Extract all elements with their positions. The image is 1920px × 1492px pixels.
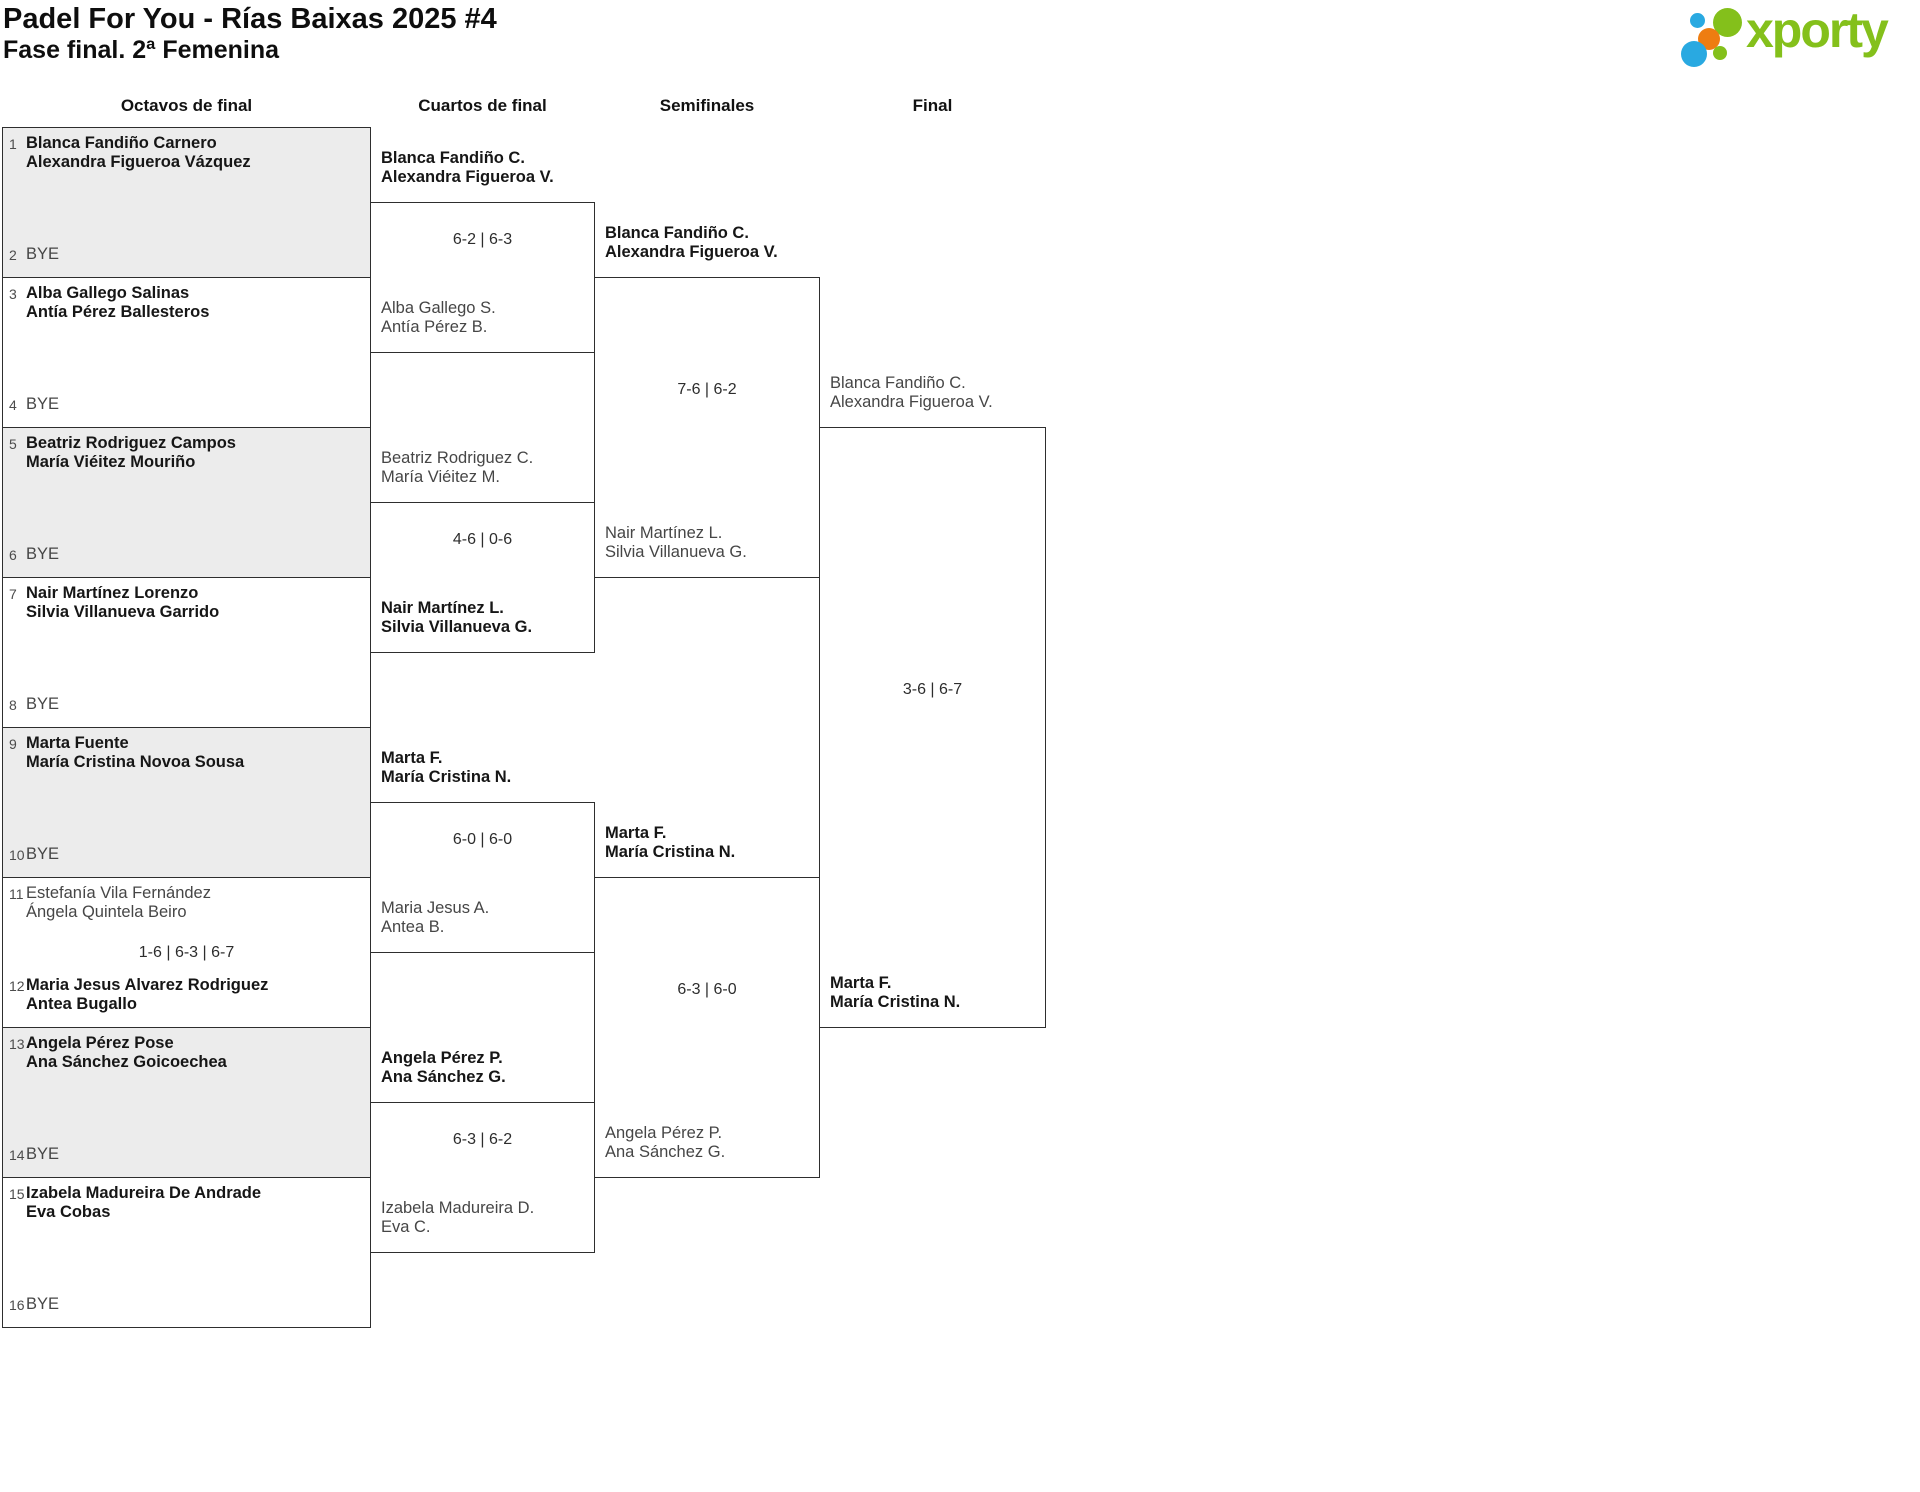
r16-box-8: 15 Izabela Madureira De Andrade Eva Coba…: [2, 1177, 371, 1328]
seed-number: 14: [9, 1147, 25, 1163]
team-name: BYE: [26, 1145, 60, 1163]
team-name: BYE: [26, 545, 60, 563]
qf4-score: 6-3 | 6-2: [452, 1131, 513, 1148]
r16-box-7: 13 Angela Pérez Pose Ana Sánchez Goicoec…: [2, 1027, 371, 1178]
seed-number: 5: [9, 436, 17, 452]
final-top-team: Blanca Fandiño C. Alexandra Figueroa V.: [830, 374, 993, 411]
sf1-bottom-team: Nair Martínez L. Silvia Villanueva G.: [605, 524, 747, 561]
logo-dot-blue-large-icon: [1681, 41, 1707, 67]
qf2-top-team: Beatriz Rodriguez C. María Viéitez M.: [381, 449, 534, 486]
seed-number: 6: [9, 547, 17, 563]
qf4-top-team: Angela Pérez P. Ana Sánchez G.: [381, 1049, 506, 1086]
sf2-score: 6-3 | 6-0: [677, 981, 737, 998]
seed-number: 7: [9, 586, 17, 602]
team-slot: 14 BYE: [9, 1145, 59, 1164]
team-name: Estefanía Vila Fernández Ángela Quintela…: [26, 884, 211, 921]
logo-dot-green-small-icon: [1713, 46, 1727, 60]
team-slot: 15 Izabela Madureira De Andrade Eva Coba…: [9, 1184, 261, 1222]
team-slot: 10 BYE: [9, 845, 59, 864]
team-name: Angela Pérez Pose Ana Sánchez Goicoechea: [26, 1034, 227, 1071]
team-slot: 8 BYE: [9, 695, 59, 714]
team-name: BYE: [26, 845, 60, 863]
seed-number: 8: [9, 697, 17, 713]
team-name: BYE: [26, 245, 60, 263]
qf2-bottom-team: Nair Martínez L. Silvia Villanueva G.: [381, 599, 533, 636]
team-name: Izabela Madureira De Andrade Eva Cobas: [26, 1184, 262, 1221]
r16-box-6: 11 Estefanía Vila Fernández Ángela Quint…: [2, 877, 371, 1028]
round-header-octavos: Octavos de final: [120, 96, 253, 115]
team-slot: 16 BYE: [9, 1295, 59, 1314]
team-slot: 3 Alba Gallego Salinas Antía Pérez Balle…: [9, 284, 209, 322]
seed-number: 12: [9, 978, 25, 994]
r16-box-5: 9 Marta Fuente María Cristina Novoa Sous…: [2, 727, 371, 878]
r16-box-2: 3 Alba Gallego Salinas Antía Pérez Balle…: [2, 277, 371, 428]
logo-dot-blue-small-icon: [1690, 13, 1705, 28]
seed-number: 10: [9, 847, 25, 863]
team-name: Maria Jesus Alvarez Rodriguez Antea Buga…: [26, 976, 269, 1013]
round-header-semifinales: Semifinales: [659, 96, 755, 115]
seed-number: 15: [9, 1186, 25, 1202]
round-header-cuartos: Cuartos de final: [418, 96, 547, 115]
qf3-score: 6-0 | 6-0: [452, 831, 513, 848]
qf2-score: 4-6 | 0-6: [452, 531, 513, 548]
page-subtitle: Fase final. 2ª Femenina: [3, 36, 280, 64]
team-slot: 11 Estefanía Vila Fernández Ángela Quint…: [9, 884, 211, 922]
logo-wordmark: xporty: [1746, 2, 1889, 58]
seed-number: 11: [9, 886, 24, 902]
match-score: 1-6 | 6-3 | 6-7: [138, 943, 235, 961]
final-match-box: [819, 427, 1046, 1028]
final-bottom-team: Marta F. María Cristina N.: [830, 974, 961, 1011]
qf1-bottom-team: Alba Gallego S. Antía Pérez B.: [381, 299, 496, 336]
final-score: 3-6 | 6-7: [902, 681, 963, 698]
team-name: Alba Gallego Salinas Antía Pérez Ballest…: [26, 284, 210, 321]
team-slot: 6 BYE: [9, 545, 59, 564]
qf3-bottom-team: Maria Jesus A. Antea B.: [381, 899, 490, 936]
team-slot: 1 Blanca Fandiño Carnero Alexandra Figue…: [9, 134, 251, 172]
qf1-score: 6-2 | 6-3: [452, 231, 513, 248]
xporty-logo: xporty: [1680, 2, 1915, 71]
r16-box-1: 1 Blanca Fandiño Carnero Alexandra Figue…: [2, 127, 371, 278]
team-slot: 5 Beatriz Rodriguez Campos María Viéitez…: [9, 434, 236, 472]
seed-number: 13: [9, 1036, 25, 1052]
team-slot: 9 Marta Fuente María Cristina Novoa Sous…: [9, 734, 244, 772]
team-slot: 7 Nair Martínez Lorenzo Silvia Villanuev…: [9, 584, 219, 622]
sf1-score: 7-6 | 6-2: [677, 381, 737, 398]
qf3-top-team: Marta F. María Cristina N.: [381, 749, 512, 786]
team-slot: 13 Angela Pérez Pose Ana Sánchez Goicoec…: [9, 1034, 227, 1072]
qf1-top-team: Blanca Fandiño C. Alexandra Figueroa V.: [381, 149, 554, 186]
round-header-final: Final: [912, 96, 953, 115]
seed-number: 16: [9, 1297, 25, 1313]
team-name: BYE: [26, 395, 60, 413]
team-name: BYE: [26, 695, 60, 713]
team-name: Nair Martínez Lorenzo Silvia Villanueva …: [26, 584, 220, 621]
seed-number: 1: [9, 136, 17, 152]
team-name: Beatriz Rodriguez Campos María Viéitez M…: [26, 434, 236, 471]
r16-box-3: 5 Beatriz Rodriguez Campos María Viéitez…: [2, 427, 371, 578]
sf2-bottom-team: Angela Pérez P. Ana Sánchez G.: [605, 1124, 726, 1161]
page-title: Padel For You - Rías Baixas 2025 #4: [3, 3, 497, 35]
seed-number: 9: [9, 736, 17, 752]
team-slot: 12 Maria Jesus Alvarez Rodriguez Antea B…: [9, 976, 268, 1014]
team-name: Marta Fuente María Cristina Novoa Sousa: [26, 734, 245, 771]
team-name: BYE: [26, 1295, 60, 1313]
qf4-bottom-team: Izabela Madureira D. Eva C.: [381, 1199, 535, 1236]
seed-number: 2: [9, 247, 17, 263]
sf2-top-team: Marta F. María Cristina N.: [605, 824, 736, 861]
team-name: Blanca Fandiño Carnero Alexandra Figuero…: [26, 134, 251, 171]
seed-number: 4: [9, 397, 17, 413]
sf1-top-team: Blanca Fandiño C. Alexandra Figueroa V.: [605, 224, 778, 261]
team-slot: 4 BYE: [9, 395, 59, 414]
seed-number: 3: [9, 286, 17, 302]
team-slot: 2 BYE: [9, 245, 59, 264]
r16-box-4: 7 Nair Martínez Lorenzo Silvia Villanuev…: [2, 577, 371, 728]
